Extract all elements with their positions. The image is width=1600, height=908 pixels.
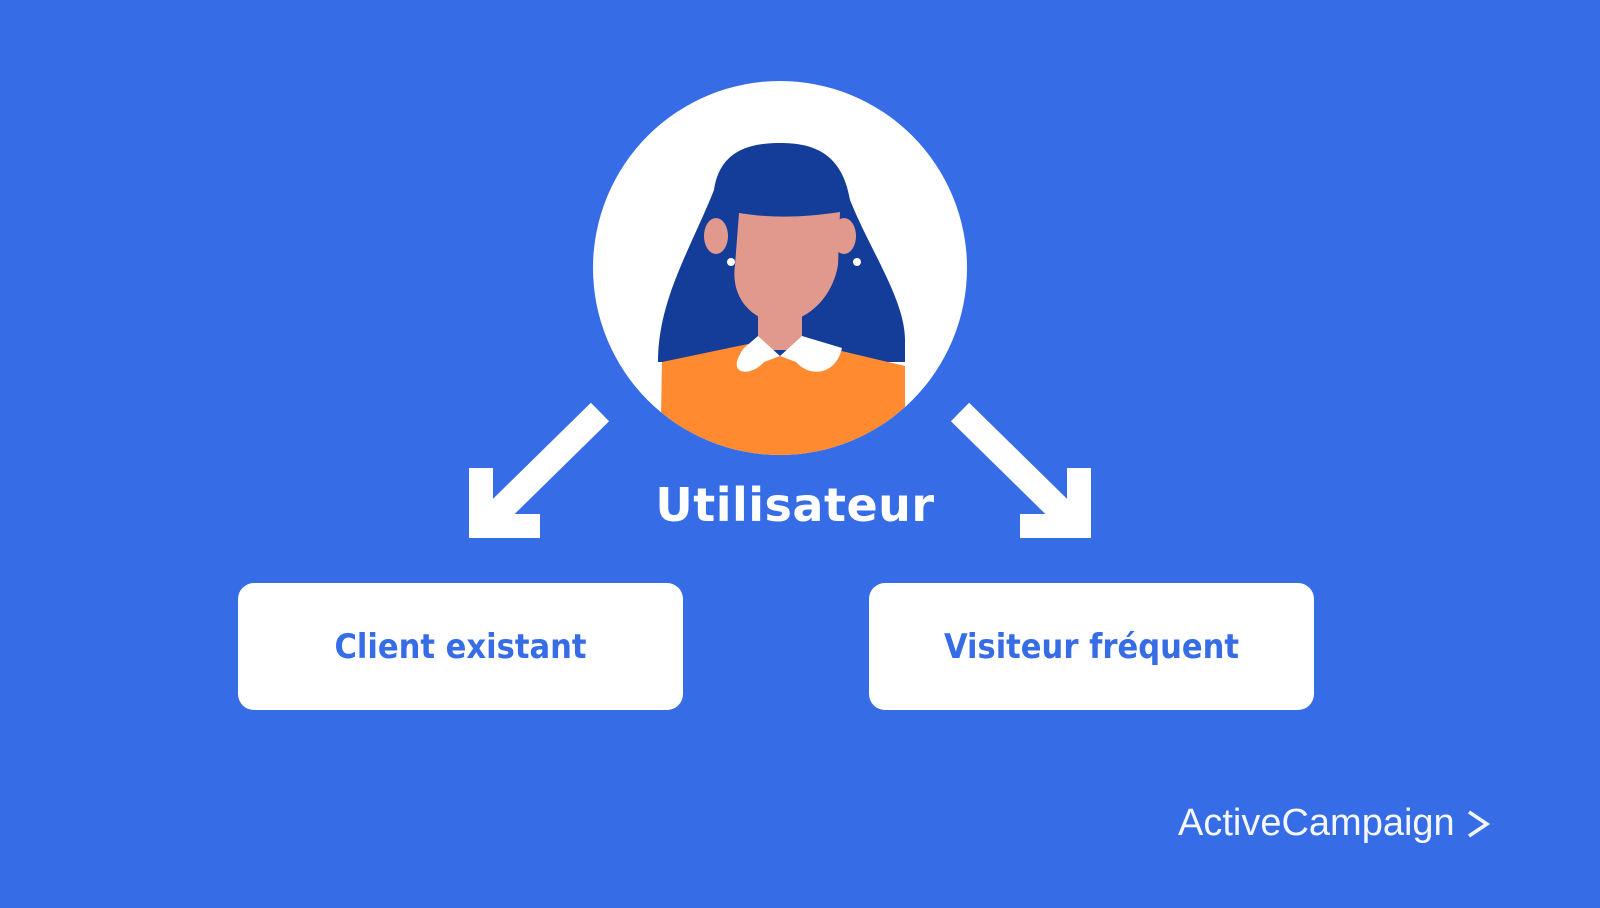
arrow-right-icon: [950, 402, 1091, 538]
option-label: Client existant: [334, 626, 587, 667]
avatar-person-icon: [658, 143, 905, 455]
option-existing-client: Client existant: [238, 583, 683, 710]
user-title: Utilisateur: [655, 478, 935, 532]
arrow-left-icon: [469, 402, 610, 538]
option-frequent-visitor: Visiteur fréquent: [869, 583, 1314, 710]
brand-logo: ActiveCampaign: [1178, 802, 1491, 845]
brand-name: ActiveCampaign: [1178, 802, 1455, 844]
chevron-right-icon: [1467, 810, 1490, 837]
option-label: Visiteur fréquent: [943, 626, 1240, 667]
